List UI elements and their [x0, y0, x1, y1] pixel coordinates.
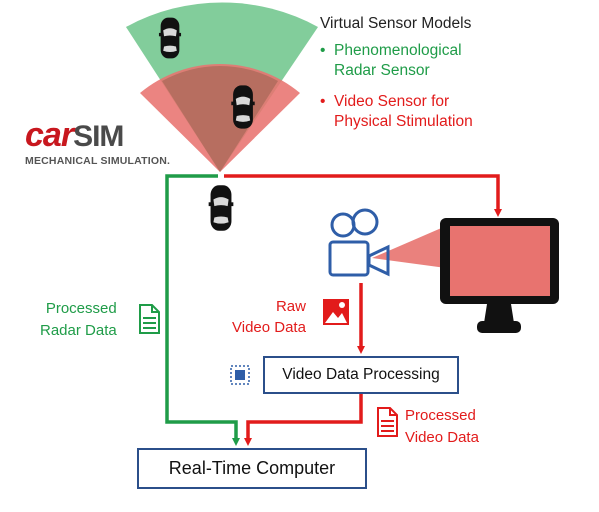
document-icon [377, 407, 398, 437]
label-line: Raw [275, 298, 306, 315]
processed-radar-label: Processed Radar Data [40, 298, 117, 342]
legend-item-video: • Video Sensor for Physical Stimulation [320, 92, 473, 132]
car-icon [158, 17, 182, 59]
chip-icon [230, 365, 250, 385]
legend-line: Phenomenological [334, 42, 462, 59]
logo-sim-text: SIM [73, 120, 124, 153]
legend-bullet: • [320, 93, 326, 110]
video-camera-icon [328, 208, 390, 277]
legend-bullet: • [320, 42, 326, 59]
image-icon [323, 299, 349, 325]
legend-line: Physical Stimulation [334, 113, 473, 130]
car-icon [208, 185, 234, 231]
processed-video-line [244, 394, 363, 446]
processed-video-label: Processed Video Data [405, 405, 479, 449]
document-icon [139, 304, 160, 334]
video-data-processing-box: Video Data Processing [263, 356, 459, 394]
monitor-icon [372, 218, 559, 333]
carsim-logo: carSIM MECHANICAL SIMULATION. [25, 118, 170, 168]
legend-line: Radar Sensor [334, 62, 430, 79]
logo-car-text: car [25, 116, 74, 154]
raw-video-label: Raw Video Data [232, 296, 306, 338]
logo-subtitle: MECHANICAL SIMULATION. [25, 155, 171, 167]
real-time-computer-box: Real-Time Computer [137, 448, 367, 489]
legend-line: Video Sensor for [334, 93, 450, 110]
label-line: Video Data [405, 429, 479, 446]
video-cone [140, 64, 300, 172]
label-line: Radar Data [40, 322, 117, 339]
radar-data-line [165, 174, 240, 446]
video-to-monitor-line [224, 174, 502, 217]
label-line: Processed [405, 407, 476, 424]
label-line: Video Data [232, 319, 306, 336]
legend-title: Virtual Sensor Models [320, 15, 472, 32]
car-icon [231, 85, 255, 129]
legend-item-radar: • Phenomenological Radar Sensor [320, 41, 462, 81]
label-line: Processed [45, 300, 117, 317]
